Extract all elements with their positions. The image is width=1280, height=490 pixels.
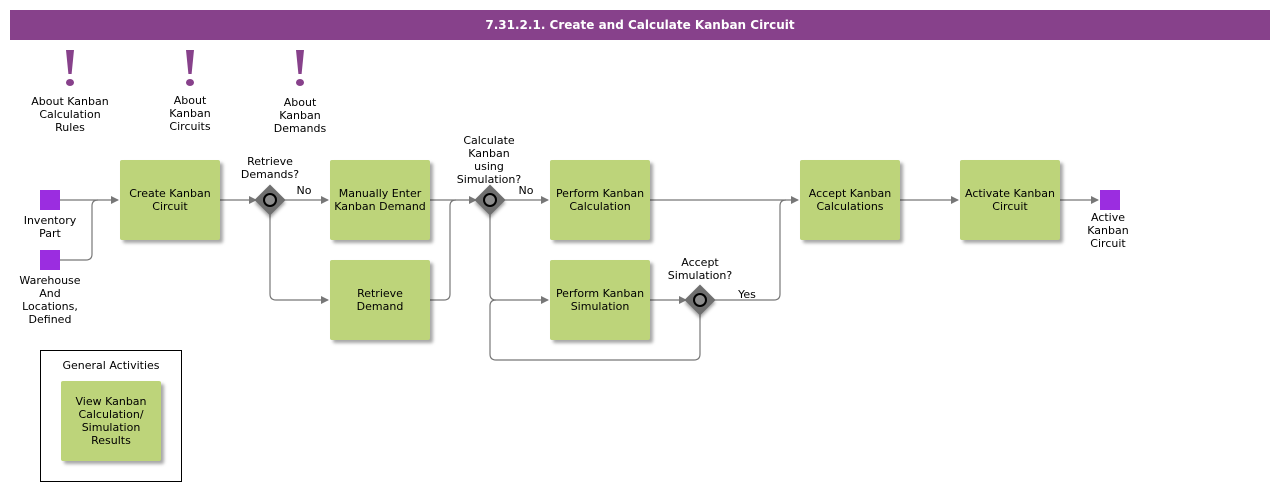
activity-label: Activate Kanban Circuit [964, 187, 1055, 213]
note-label-kanban-circuits: About Kanban Circuits [169, 94, 211, 133]
activity-label: Accept Kanban Calculations [808, 187, 892, 213]
note-label-kanban-demands: About Kanban Demands [273, 96, 327, 135]
gateway-label-accept-simulation: Accept Simulation? [667, 256, 733, 282]
activity-label: Perform Kanban Calculation [555, 187, 645, 213]
flow-gw3-loop [489, 299, 701, 361]
exclamation-icon [296, 50, 304, 74]
end-event-active-circuit[interactable] [1100, 190, 1120, 210]
gateway-label-retrieve-demands: Retrieve Demands? [240, 155, 300, 181]
start-event-inventory-part[interactable] [40, 190, 60, 210]
flow-warehouse-to-create [60, 199, 99, 261]
activity-activate-circuit[interactable]: Activate Kanban Circuit [960, 160, 1060, 240]
event-label-active-circuit: Active Kanban Circuit [1087, 211, 1129, 250]
activity-retrieve-demand[interactable]: Retrieve Demand [330, 260, 430, 340]
note-about-kanban-demands[interactable] [294, 50, 306, 88]
activity-label: Manually Enter Kanban Demand [334, 187, 426, 213]
flow-label-yes: Yes [738, 288, 756, 301]
flow-gw1-to-retrieve [269, 214, 329, 304]
flow-retrieve-to-gw2 [430, 199, 457, 301]
exclamation-icon [186, 50, 194, 74]
activity-manually-enter-demand[interactable]: Manually Enter Kanban Demand [330, 160, 430, 240]
activity-label: Retrieve Demand [356, 287, 404, 313]
note-label-calculation-rules: About Kanban Calculation Rules [31, 95, 109, 134]
flow-label-no: No [296, 184, 312, 197]
note-about-calculation-rules[interactable] [64, 50, 76, 88]
general-activities-box: General Activities View Kanban Calculati… [40, 350, 182, 482]
flow-gw2-to-sim [489, 214, 549, 304]
diagram-title: 7.31.2.1. Create and Calculate Kanban Ci… [10, 10, 1270, 40]
general-activities-title: General Activities [62, 359, 160, 372]
activity-label: View Kanban Calculation/ Simulation Resu… [75, 395, 147, 447]
event-label-inventory-part: Inventory Part [23, 214, 77, 240]
start-event-warehouse[interactable] [40, 250, 60, 270]
activity-perform-calculation[interactable]: Perform Kanban Calculation [550, 160, 650, 240]
activity-perform-simulation[interactable]: Perform Kanban Simulation [550, 260, 650, 340]
activity-label: Create Kanban Circuit [129, 187, 211, 213]
flow-gw3-to-accept [714, 199, 787, 301]
note-about-kanban-circuits[interactable] [184, 50, 196, 88]
gateway-label-calculate-simulation: Calculate Kanban using Simulation? [456, 134, 522, 186]
activity-view-results[interactable]: View Kanban Calculation/ Simulation Resu… [61, 381, 161, 461]
activity-label: Perform Kanban Simulation [555, 287, 645, 313]
flow-label-no: No [518, 184, 534, 197]
event-label-warehouse: Warehouse And Locations, Defined [19, 274, 81, 326]
exclamation-icon [66, 50, 74, 74]
activity-accept-calculations[interactable]: Accept Kanban Calculations [800, 160, 900, 240]
activity-create-kanban-circuit[interactable]: Create Kanban Circuit [120, 160, 220, 240]
